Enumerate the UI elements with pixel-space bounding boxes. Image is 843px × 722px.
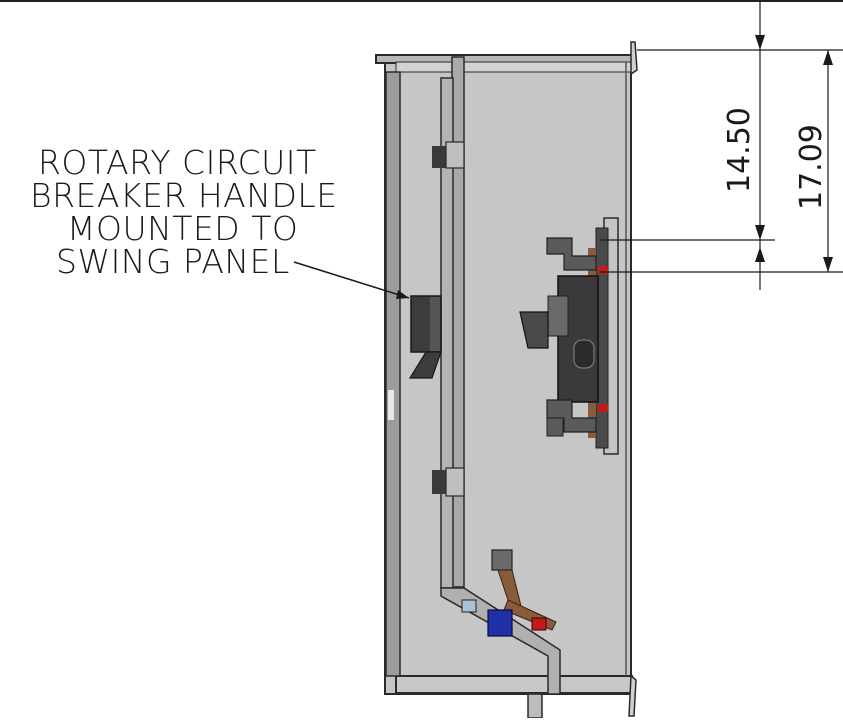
callout-line-4: SWING PANEL (56, 242, 290, 281)
dimension-inner-value: 14.50 (722, 107, 757, 193)
callout-line-2: BREAKER HANDLE (30, 176, 338, 215)
swing-panel (432, 56, 561, 695)
dim-inner-bottom-arrow (755, 225, 765, 240)
terminal-block (461, 549, 557, 637)
callout-line-1: ROTARY CIRCUIT (38, 143, 317, 182)
dim-inner-ext-arrow (755, 247, 765, 262)
callout-leader-line (293, 261, 410, 299)
rotary-handle (408, 295, 442, 379)
dim-outer-top-arrow (823, 50, 833, 65)
dim-outer-bottom-arrow (823, 257, 833, 272)
dimension-outer-value: 17.09 (794, 124, 829, 210)
enclosure-body (375, 41, 638, 719)
callout-arrowhead (396, 290, 409, 299)
dim-inner-top-arrow (755, 35, 765, 50)
callout-line-3: MOUNTED TO (67, 209, 299, 248)
callout-label: ROTARY CIRCUIT BREAKER HANDLE MOUNTED TO… (30, 146, 340, 286)
circuit-breaker (519, 217, 619, 455)
